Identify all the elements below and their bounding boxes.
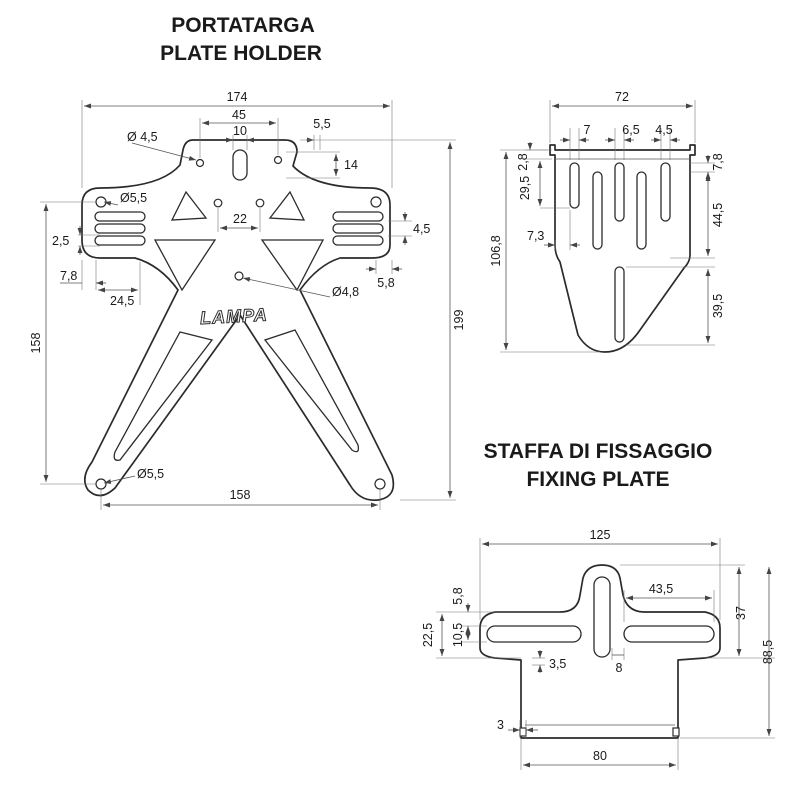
side-slot <box>94 211 146 222</box>
fixing-dim-43-5: 43,5 <box>649 582 673 596</box>
fixing-slot-vertical <box>593 576 611 658</box>
side-slot <box>332 211 384 222</box>
dim-14: 14 <box>344 158 358 172</box>
cutout <box>260 239 325 292</box>
cutout <box>263 329 360 453</box>
dim-hole-d5-5-top: Ø5,5 <box>120 191 147 205</box>
cutout <box>153 239 217 292</box>
dim-199-height: 199 <box>452 310 466 331</box>
dim-158-height: 158 <box>29 333 43 354</box>
mounting-hole <box>95 478 107 490</box>
bracket-dim-44-5: 44,5 <box>711 203 725 227</box>
bracket-dim-7-8: 7,8 <box>711 153 725 170</box>
fixing-dim-3-5: 3,5 <box>549 657 566 671</box>
mounting-hole <box>213 198 223 208</box>
plate-holder-title-it: PORTATARGA <box>171 14 314 37</box>
bracket-dim-7-3: 7,3 <box>527 229 544 243</box>
fixing-dim-88-5: 88,5 <box>761 640 775 664</box>
dim-4-5-right: 4,5 <box>413 222 430 236</box>
bracket-slot <box>592 171 603 250</box>
dim-22: 22 <box>233 212 247 226</box>
fixing-dim-3: 3 <box>497 718 504 732</box>
tab <box>519 727 527 737</box>
bracket-slot <box>660 162 671 222</box>
bracket-slot <box>614 162 625 222</box>
plate-holder-title-en: PLATE HOLDER <box>160 42 322 65</box>
cutout <box>113 331 214 461</box>
dim-10: 10 <box>233 124 247 138</box>
dim-hole-d4-5: Ø 4,5 <box>127 130 158 144</box>
tab <box>672 727 680 737</box>
fixing-dim-5-8: 5,8 <box>451 587 465 604</box>
dim-174: 174 <box>227 90 248 104</box>
fixing-dim-125: 125 <box>590 528 611 542</box>
side-slot <box>94 223 146 234</box>
plate-holder-outline <box>81 139 395 502</box>
bracket-dim-106-8: 106,8 <box>489 235 503 266</box>
dim-hole-d4-8: Ø4,8 <box>332 285 359 299</box>
bracket-slot <box>636 171 647 250</box>
fixing-plate-drawing: 125 5,8 43,5 22,5 10,5 37 88,5 3,5 8 <box>421 528 775 770</box>
dim-7-8: 7,8 <box>60 269 77 283</box>
bracket-dim-72: 72 <box>615 90 629 104</box>
center-slot <box>232 149 248 181</box>
dim-5-5: 5,5 <box>313 117 330 131</box>
fixing-dim-22-5: 22,5 <box>421 623 435 647</box>
cutout <box>170 190 208 221</box>
bracket-outline <box>549 144 696 353</box>
dim-158-width: 158 <box>230 488 251 502</box>
bracket-slot <box>614 266 625 343</box>
side-slot <box>332 235 384 246</box>
fixing-dim-80: 80 <box>593 749 607 763</box>
fixing-plate-title-it: STAFFA DI FISSAGGIO <box>484 440 713 463</box>
mounting-hole <box>255 198 265 208</box>
cutout <box>268 190 306 221</box>
brand-logo: LAMPA <box>200 305 269 329</box>
fixing-slot-left <box>486 625 582 643</box>
dim-2-5: 2,5 <box>52 234 69 248</box>
side-slot <box>332 223 384 234</box>
bracket-dim-4-5: 4,5 <box>655 123 672 137</box>
fixing-slot-right <box>623 625 715 643</box>
fixing-dim-37: 37 <box>734 606 748 620</box>
mounting-hole <box>370 196 382 208</box>
fixing-plate-title-en: FIXING PLATE <box>526 468 669 491</box>
mounting-hole <box>273 155 283 165</box>
dim-45: 45 <box>232 108 246 122</box>
mounting-hole <box>234 271 244 281</box>
fixing-dim-10-5: 10,5 <box>451 623 465 647</box>
mounting-hole <box>374 478 386 490</box>
bracket-dim-29-5: 29,5 <box>518 176 532 200</box>
bracket-drawing: 72 7 6,5 4,5 2,8 29,5 7,8 44,5 <box>489 90 725 353</box>
dim-24-5: 24,5 <box>110 294 134 308</box>
mounting-hole <box>195 158 205 168</box>
bracket-slot <box>569 162 580 209</box>
bracket-dim-6-5: 6,5 <box>622 123 639 137</box>
fixing-dim-8: 8 <box>616 661 623 675</box>
bracket-dim-39-5: 39,5 <box>711 294 725 318</box>
plate-holder-drawing: LAMPA 174 45 10 Ø 4,5 5,5 14 Ø5,5 22 <box>29 90 466 510</box>
dim-hole-d5-5-bottom: Ø5,5 <box>137 467 164 481</box>
dim-5-8: 5,8 <box>377 276 394 290</box>
bracket-dim-2-8: 2,8 <box>516 153 530 170</box>
bracket-dim-7: 7 <box>584 123 591 137</box>
side-slot <box>94 235 146 246</box>
